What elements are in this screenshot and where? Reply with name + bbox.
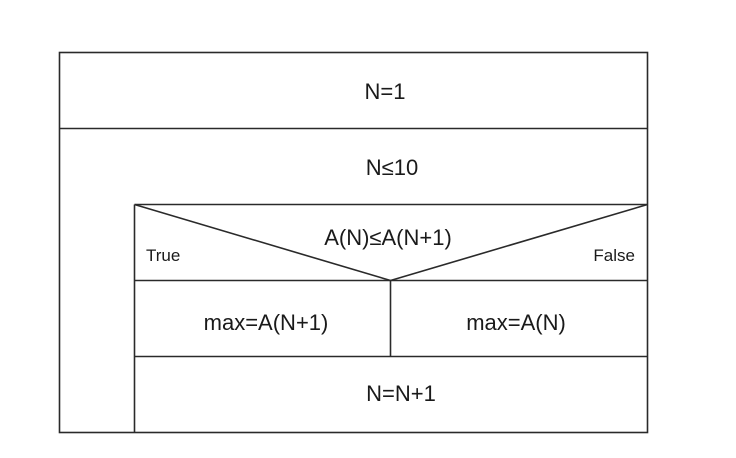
diagram-frame xyxy=(58,51,649,434)
decision-left-diagonal xyxy=(134,203,391,282)
false-label: False xyxy=(593,246,635,265)
increment-statement: N=N+1 xyxy=(366,381,436,406)
true-label: True xyxy=(146,246,180,265)
init-statement: N=1 xyxy=(365,79,406,104)
decision-condition: A(N)≤A(N+1) xyxy=(324,225,452,250)
true-branch-statement: max=A(N+1) xyxy=(204,310,329,335)
false-branch-statement: max=A(N) xyxy=(466,310,566,335)
decision-right-diagonal xyxy=(390,203,648,282)
loop-condition: N≤10 xyxy=(366,155,418,180)
